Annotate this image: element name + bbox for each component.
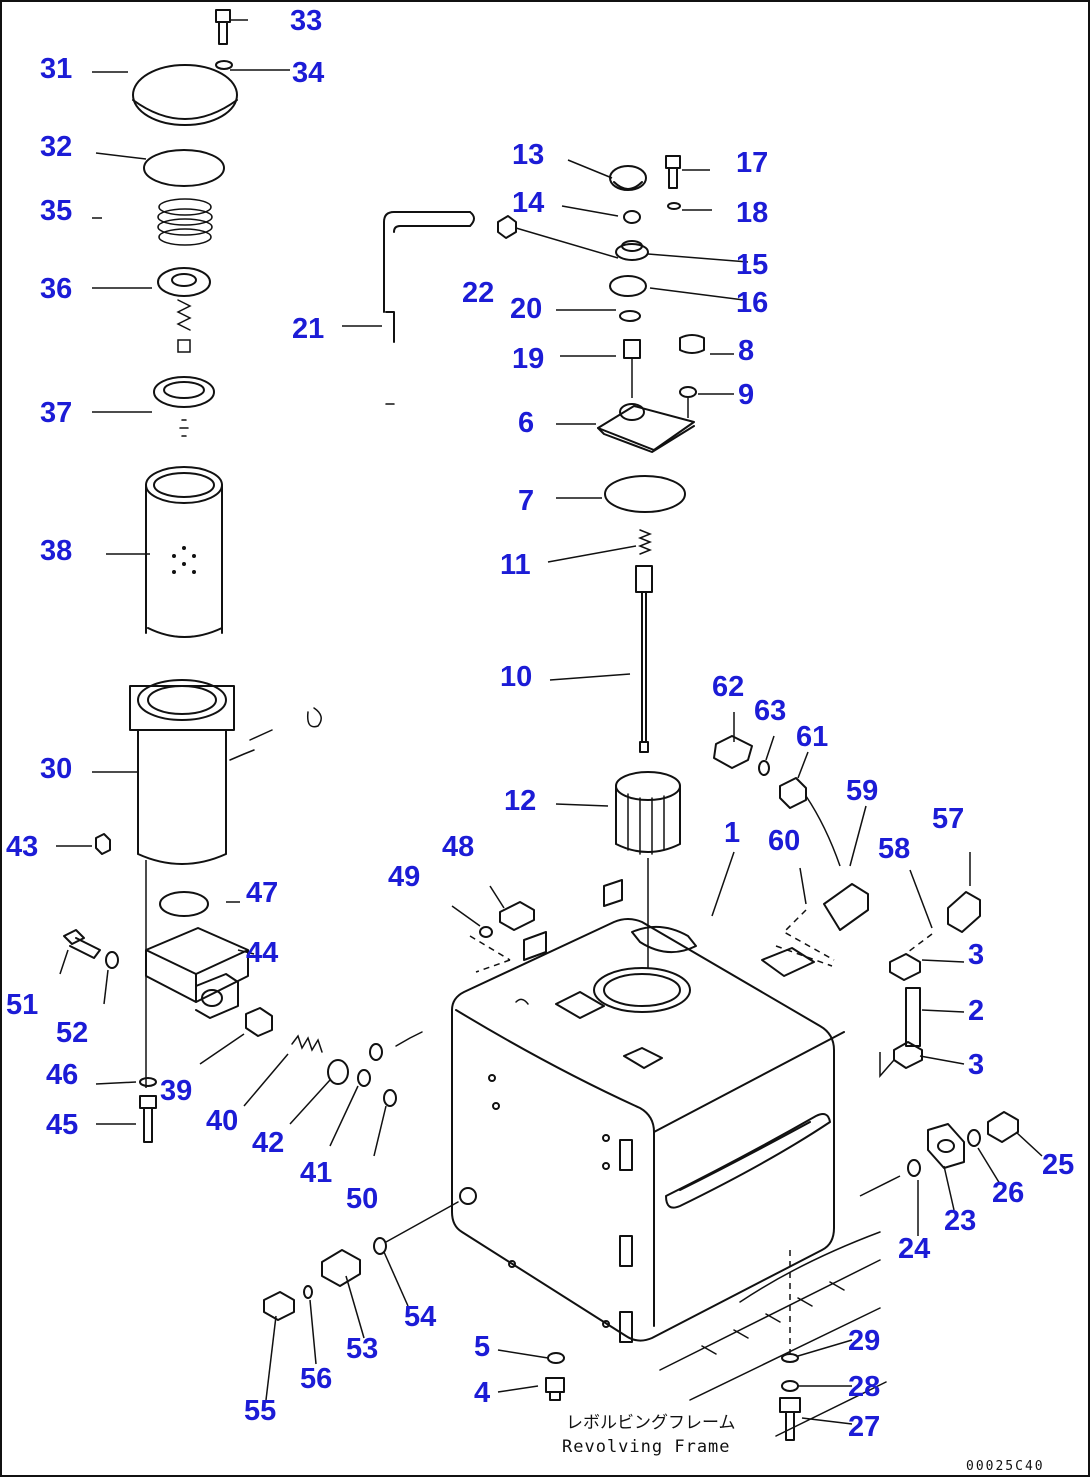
callout-3-lower: 3 xyxy=(968,1049,984,1081)
callout-49: 49 xyxy=(388,861,420,893)
callout-31: 31 xyxy=(40,53,72,85)
callout-34: 34 xyxy=(292,57,324,89)
callout-32: 32 xyxy=(40,131,72,163)
callout-26: 26 xyxy=(992,1177,1024,1209)
callout-35: 35 xyxy=(40,195,72,227)
callout-7: 7 xyxy=(518,485,534,517)
callout-22: 22 xyxy=(462,277,494,309)
callout-8: 8 xyxy=(738,335,754,367)
callout-48: 48 xyxy=(442,831,474,863)
callout-46: 46 xyxy=(46,1059,78,1091)
callout-23: 23 xyxy=(944,1205,976,1237)
callout-6: 6 xyxy=(518,407,534,439)
filter-assembly-drawing xyxy=(63,9,423,1143)
callout-39: 39 xyxy=(160,1075,192,1107)
callout-25: 25 xyxy=(1042,1149,1074,1181)
callout-60: 60 xyxy=(768,825,800,857)
callout-58: 58 xyxy=(878,833,910,865)
callout-11: 11 xyxy=(500,549,531,581)
callout-1: 1 xyxy=(724,817,740,849)
callout-27: 27 xyxy=(848,1411,880,1443)
callout-24: 24 xyxy=(898,1233,930,1265)
drawing-code: 00025C40 xyxy=(966,1459,1045,1474)
callout-43: 43 xyxy=(6,831,38,863)
callout-63: 63 xyxy=(754,695,786,727)
callout-59: 59 xyxy=(846,775,878,807)
hydraulic-tank-drawing xyxy=(263,879,887,1441)
callout-50: 50 xyxy=(346,1183,378,1215)
callout-10: 10 xyxy=(500,661,532,693)
callout-14: 14 xyxy=(512,187,544,219)
callout-19: 19 xyxy=(512,343,544,375)
frame-label-jp: レボルビングフレーム xyxy=(566,1413,736,1433)
callout-18: 18 xyxy=(736,197,768,229)
callout-20: 20 xyxy=(510,293,542,325)
callout-33: 33 xyxy=(290,5,322,37)
callout-16: 16 xyxy=(736,287,768,319)
callout-21: 21 xyxy=(292,313,324,345)
callout-13: 13 xyxy=(512,139,544,171)
callout-30: 30 xyxy=(40,753,72,785)
callout-52: 52 xyxy=(56,1017,88,1049)
callout-12: 12 xyxy=(504,785,536,817)
callout-4: 4 xyxy=(474,1377,490,1409)
callout-53: 53 xyxy=(346,1333,378,1365)
callout-15: 15 xyxy=(736,249,768,281)
strainer-assembly-drawing xyxy=(383,155,705,968)
callout-42: 42 xyxy=(252,1127,284,1159)
callout-38: 38 xyxy=(40,535,72,567)
callout-40: 40 xyxy=(206,1105,238,1137)
fittings-drawing xyxy=(713,735,1019,1197)
callout-62: 62 xyxy=(712,671,744,703)
callout-56: 56 xyxy=(300,1363,332,1395)
callout-17: 17 xyxy=(736,147,768,179)
callout-2: 2 xyxy=(968,995,984,1027)
callout-37: 37 xyxy=(40,397,72,429)
leader-lines xyxy=(56,19,1043,1425)
callout-3-upper: 3 xyxy=(968,939,984,971)
callout-54: 54 xyxy=(404,1301,436,1333)
callout-44: 44 xyxy=(246,937,278,969)
callout-57: 57 xyxy=(932,803,964,835)
callout-28: 28 xyxy=(848,1371,880,1403)
callout-47: 47 xyxy=(246,877,278,909)
callout-36: 36 xyxy=(40,273,72,305)
callout-5: 5 xyxy=(474,1331,490,1363)
callout-41: 41 xyxy=(300,1157,332,1189)
callout-29: 29 xyxy=(848,1325,880,1357)
frame-label-en: Revolving Frame xyxy=(562,1437,731,1457)
callout-55: 55 xyxy=(244,1395,276,1427)
callout-9: 9 xyxy=(738,379,754,411)
callout-61: 61 xyxy=(796,721,828,753)
callout-51: 51 xyxy=(6,989,38,1021)
callout-labels: 33 31 34 32 35 36 37 38 30 43 47 44 51 5… xyxy=(6,5,1074,1443)
callout-45: 45 xyxy=(46,1109,78,1141)
